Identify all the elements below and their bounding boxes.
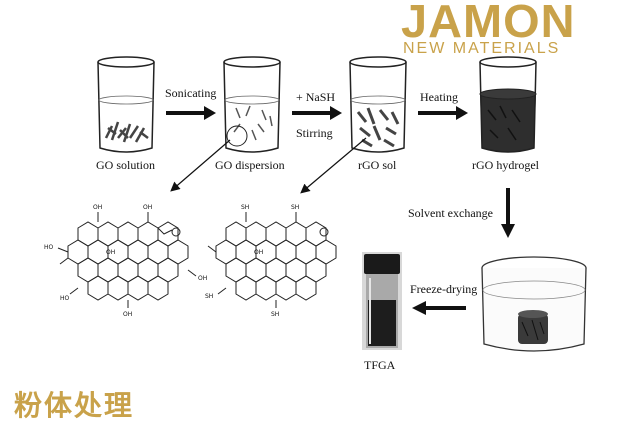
go-structure [57,212,197,308]
svg-text:OH: OH [93,204,102,211]
caption-powder-processing: 粉体处理 [14,389,135,422]
stage-label-go-solution: GO solution [96,158,156,172]
arrow-freeze-drying [412,301,466,315]
tfga-vial-photo [362,252,402,350]
svg-text:SH: SH [205,293,213,300]
step-label-solvent-exchange: Solvent exchange [408,206,493,220]
svg-text:HO: HO [60,295,70,302]
beaker-go-solution [97,56,155,153]
functional-group-labels: OH OH HO OH HO OH SH SH SH SH OH OH [44,204,299,318]
svg-text:SH: SH [291,204,299,211]
container-aerogel [481,256,587,352]
stage-label-rgo-hydrogel: rGO hydrogel [472,158,539,172]
arrow-to-go-structure [170,139,231,192]
svg-text:SH: SH [271,311,279,318]
arrow-sonicating [166,106,216,120]
svg-text:OH: OH [123,311,132,318]
step-label-heating: Heating [420,90,458,104]
arrow-nash [292,106,342,120]
rgo-structure [207,212,337,308]
arrow-heating [418,106,468,120]
beaker-rgo-hydrogel [479,56,537,153]
stage-label-go-dispersion: GO dispersion [215,158,285,172]
step-label-stirring: Stirring [296,126,333,140]
step-label-nash: + NaSH [296,90,336,104]
stage-label-tfga: TFGA [364,358,396,372]
svg-text:SH: SH [241,204,249,211]
brand-logo: JAMON [401,0,576,47]
step-label-freeze-drying: Freeze-drying [410,282,478,296]
svg-text:OH: OH [198,275,207,282]
svg-text:HO: HO [44,244,54,251]
brand-tagline: NEW MATERIALS [403,40,561,57]
arrow-solvent-exchange [501,188,515,238]
stage-label-rgo-sol: rGO sol [358,158,397,172]
step-label-sonicating: Sonicating [165,86,217,100]
svg-text:OH: OH [106,249,115,256]
beaker-go-dispersion [223,56,281,153]
arrow-to-rgo-structure [300,137,367,194]
svg-text:OH: OH [254,249,263,256]
beaker-rgo-sol [349,56,407,153]
svg-text:OH: OH [143,204,152,211]
